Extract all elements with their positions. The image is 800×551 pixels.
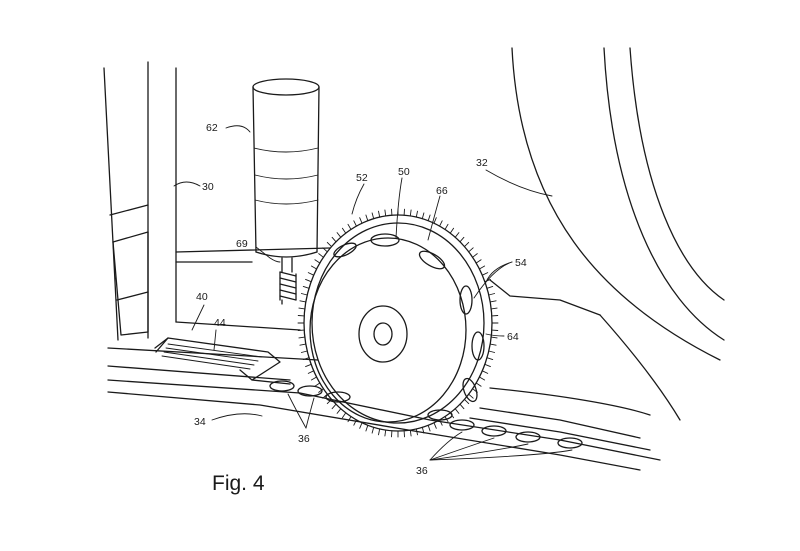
- track-34: [107, 347, 661, 471]
- frame-lines: [175, 247, 601, 331]
- disc-50: [309, 237, 467, 423]
- spring-69: [279, 271, 297, 305]
- housing-32: [489, 47, 725, 421]
- chain-36: [269, 380, 583, 449]
- label-36-right: 36: [416, 465, 428, 477]
- rack-40: [154, 337, 291, 385]
- label-40: 40: [196, 291, 208, 303]
- label-32: 32: [476, 157, 488, 169]
- gear-52: [297, 208, 499, 438]
- label-66: 66: [436, 185, 448, 197]
- label-50: 50: [398, 166, 410, 178]
- label-52: 52: [356, 172, 368, 184]
- actuator-62: [252, 78, 320, 273]
- label-54: 54: [515, 257, 527, 269]
- figure-caption: Fig. 4: [212, 472, 265, 495]
- post-30: [103, 61, 177, 341]
- label-62: 62: [206, 122, 218, 134]
- reference-labels: 62 30 69 40 44 52 50 66 32 54 64 34 36 3…: [194, 122, 527, 477]
- leader-lines: [173, 125, 573, 461]
- label-30: 30: [202, 181, 214, 193]
- gear-teeth: [297, 208, 499, 438]
- label-44: 44: [214, 317, 226, 329]
- rollers-54: [333, 233, 485, 421]
- label-36-left: 36: [298, 433, 310, 445]
- label-69: 69: [236, 238, 248, 250]
- label-64: 64: [507, 331, 519, 343]
- label-34: 34: [194, 416, 206, 428]
